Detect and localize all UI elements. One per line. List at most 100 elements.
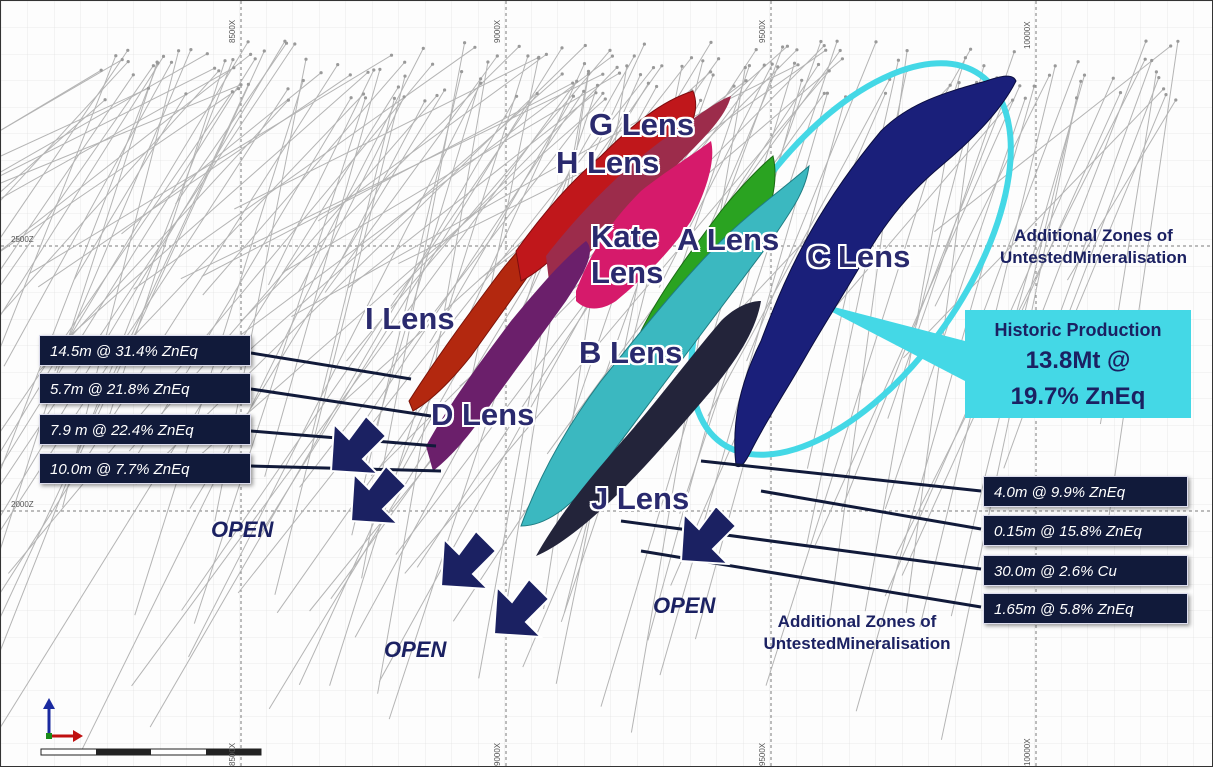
drill-collar (603, 97, 607, 101)
drill-hole (940, 97, 1078, 740)
drill-collar (1018, 84, 1022, 88)
drill-collar (638, 73, 643, 77)
h-lens-shape (546, 96, 731, 281)
drill-collar (1164, 93, 1168, 97)
drill-hole (1, 59, 234, 651)
d-lens-shape (426, 241, 590, 471)
drill-hole (1, 91, 233, 432)
open-arrows (329, 414, 738, 639)
drill-collar (1118, 91, 1123, 95)
drill-hole (1, 99, 106, 193)
drill-hole (261, 47, 563, 532)
drill-collar (824, 48, 828, 52)
coord-x-bottom: 9500X (758, 742, 767, 766)
drill-collar (747, 64, 752, 68)
drill-collars (99, 39, 1180, 103)
coord-z-left: 2000Z (11, 500, 34, 509)
drill-collar (402, 95, 406, 99)
open-arrow (349, 464, 408, 526)
drill-collar (689, 56, 694, 60)
drill-hole (1, 88, 239, 252)
drill-hole (1, 59, 123, 131)
drill-collar (443, 88, 447, 92)
drill-collar (151, 64, 155, 68)
drill-collar (660, 64, 664, 68)
drill-hole (274, 75, 406, 595)
drill-collar (711, 73, 715, 77)
drill-collar (99, 68, 103, 72)
drill-collar (363, 96, 368, 100)
drill-collar (651, 66, 656, 70)
drill-collar (189, 48, 193, 52)
drill-hole (133, 46, 476, 290)
drill-collar (349, 96, 353, 100)
drill-collar (366, 70, 370, 74)
drill-hole (1, 67, 215, 177)
drill-collar (1154, 70, 1158, 74)
drill-hole (193, 97, 366, 624)
drill-hole (264, 69, 381, 477)
drill-collar (389, 53, 394, 57)
drill-collar (1176, 39, 1180, 43)
coord-x-bottom: 10000X (1023, 738, 1032, 766)
drill-collar (1169, 44, 1173, 48)
drill-collar (819, 39, 823, 44)
drill-hole (895, 58, 1146, 556)
drill-collar (709, 40, 713, 45)
axis-triad (43, 698, 83, 742)
drill-collar (336, 63, 340, 67)
drill-hole (388, 85, 598, 720)
open-label: OPEN (384, 637, 447, 662)
drill-hole (1, 67, 235, 199)
drill-hole (934, 74, 1050, 307)
drill-hole (1025, 40, 1147, 355)
drill-collar (1150, 58, 1154, 63)
c-lens-shape (734, 75, 1017, 468)
drill-collar (169, 60, 174, 64)
j-lens-shape (536, 301, 761, 556)
drill-collar (1082, 73, 1087, 77)
drill-collar (625, 64, 629, 68)
drill-collar (1076, 60, 1080, 64)
coord-x-top: 10000X (1023, 21, 1032, 49)
drill-collar (1174, 98, 1178, 102)
drill-collar (743, 65, 747, 70)
drill-hole (1065, 94, 1167, 336)
drill-hole (1, 70, 220, 315)
drill-hole (404, 70, 830, 574)
drill-hole (339, 100, 426, 264)
drill-hole (1107, 41, 1179, 523)
drill-hole (429, 95, 574, 344)
drill-hole (8, 63, 433, 574)
historic-pointer (811, 301, 965, 381)
drill-hole (658, 63, 773, 288)
drill-collar (301, 78, 305, 83)
drill-collar (575, 79, 579, 83)
drill-collar (822, 91, 826, 95)
drill-hole (395, 64, 765, 555)
coord-x-top: 8500X (228, 19, 237, 43)
drill-collar (460, 70, 464, 74)
drill-hole (268, 69, 375, 286)
open-arrow (439, 529, 498, 591)
drill-hole (1, 84, 242, 184)
scale-bar (40, 748, 262, 756)
drill-collar (601, 91, 605, 95)
drill-hole (37, 74, 351, 288)
drill-hole (71, 71, 369, 335)
drill-collar (896, 58, 901, 62)
drill-collar (230, 90, 234, 94)
drill-collar (544, 52, 549, 57)
coord-x-bottom: 9000X (493, 742, 502, 766)
drill-hole (501, 73, 589, 633)
drill-collar (1011, 98, 1015, 102)
drill-collar (431, 62, 435, 66)
drill-hole (235, 55, 613, 340)
drill-collar (632, 54, 636, 58)
drill-hole (1, 69, 102, 131)
drill-hole (973, 61, 1079, 339)
drill-collar (615, 65, 619, 69)
historic-grade: 19.7% ZnEq (1010, 383, 1146, 410)
drill-collar (1144, 39, 1148, 43)
historic-tonnage: 13.8Mt @ (1025, 347, 1131, 374)
